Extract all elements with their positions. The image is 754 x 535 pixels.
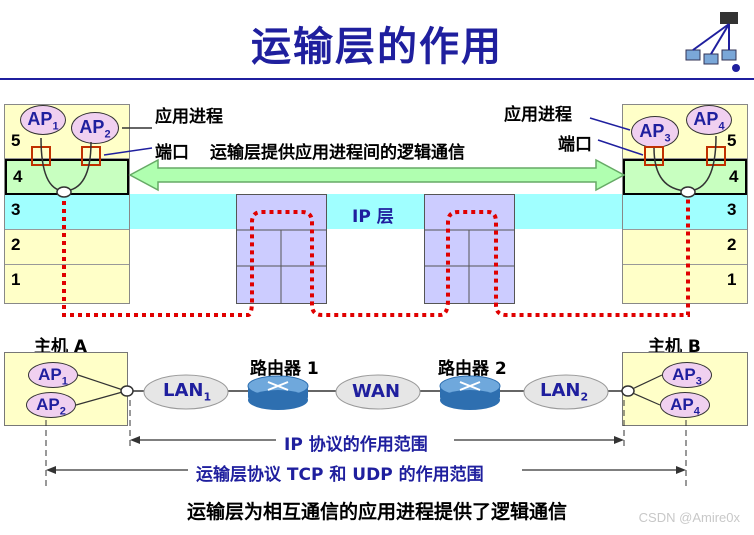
right-protocol-stack: 5 4 3 2 1 bbox=[622, 104, 748, 304]
ip-scope-label: IP 协议的作用范围 bbox=[284, 435, 428, 455]
ap4-top-right: AP4 bbox=[686, 105, 732, 135]
lan2-label: LAN2 bbox=[540, 380, 589, 404]
transport-double-arrow bbox=[128, 158, 626, 192]
watermark: CSDN @Amire0x bbox=[638, 510, 740, 525]
app-process-label-left: 应用进程 bbox=[155, 107, 223, 127]
layer-2-right: 2 bbox=[623, 230, 747, 265]
ip-layer-label: IP 层 bbox=[352, 207, 394, 227]
ap2-host-a: AP2 bbox=[26, 392, 76, 418]
router1-label: 路由器 1 bbox=[250, 359, 319, 379]
ip-layer-band bbox=[130, 194, 622, 229]
ap1-host-a: AP1 bbox=[28, 362, 78, 388]
ap1-top-left: AP1 bbox=[20, 105, 66, 135]
ap2-top-left: AP2 bbox=[71, 112, 119, 144]
port-label-right: 端口 bbox=[558, 135, 592, 155]
layer-1-left: 1 bbox=[11, 270, 21, 289]
wan-label: WAN bbox=[352, 381, 401, 402]
lan1-label: LAN1 bbox=[163, 380, 212, 404]
router2-stack bbox=[424, 194, 515, 304]
page-title: 运输层的作用 bbox=[251, 24, 503, 70]
bottom-caption: 运输层为相互通信的应用进程提供了逻辑通信 bbox=[186, 501, 567, 523]
layer-2-left: 2 bbox=[5, 230, 129, 265]
app-process-label-right: 应用进程 bbox=[504, 105, 572, 125]
port-label-left: 端口 bbox=[155, 143, 189, 163]
transport-scope-label: 运输层协议 TCP 和 UDP 的作用范围 bbox=[196, 465, 484, 485]
transport-comm-label: 运输层提供应用进程间的逻辑通信 bbox=[210, 143, 465, 163]
layer-3-right: 3 bbox=[623, 195, 747, 230]
ap3-top-right: AP3 bbox=[631, 116, 679, 148]
layer-1-right: 1 bbox=[727, 270, 737, 289]
title-divider bbox=[0, 78, 754, 80]
router2-label: 路由器 2 bbox=[438, 359, 507, 379]
ap4-host-b: AP4 bbox=[660, 392, 710, 418]
network-icon bbox=[685, 12, 740, 72]
layer-3-left: 3 bbox=[5, 195, 129, 230]
ap3-host-b: AP3 bbox=[662, 362, 712, 388]
